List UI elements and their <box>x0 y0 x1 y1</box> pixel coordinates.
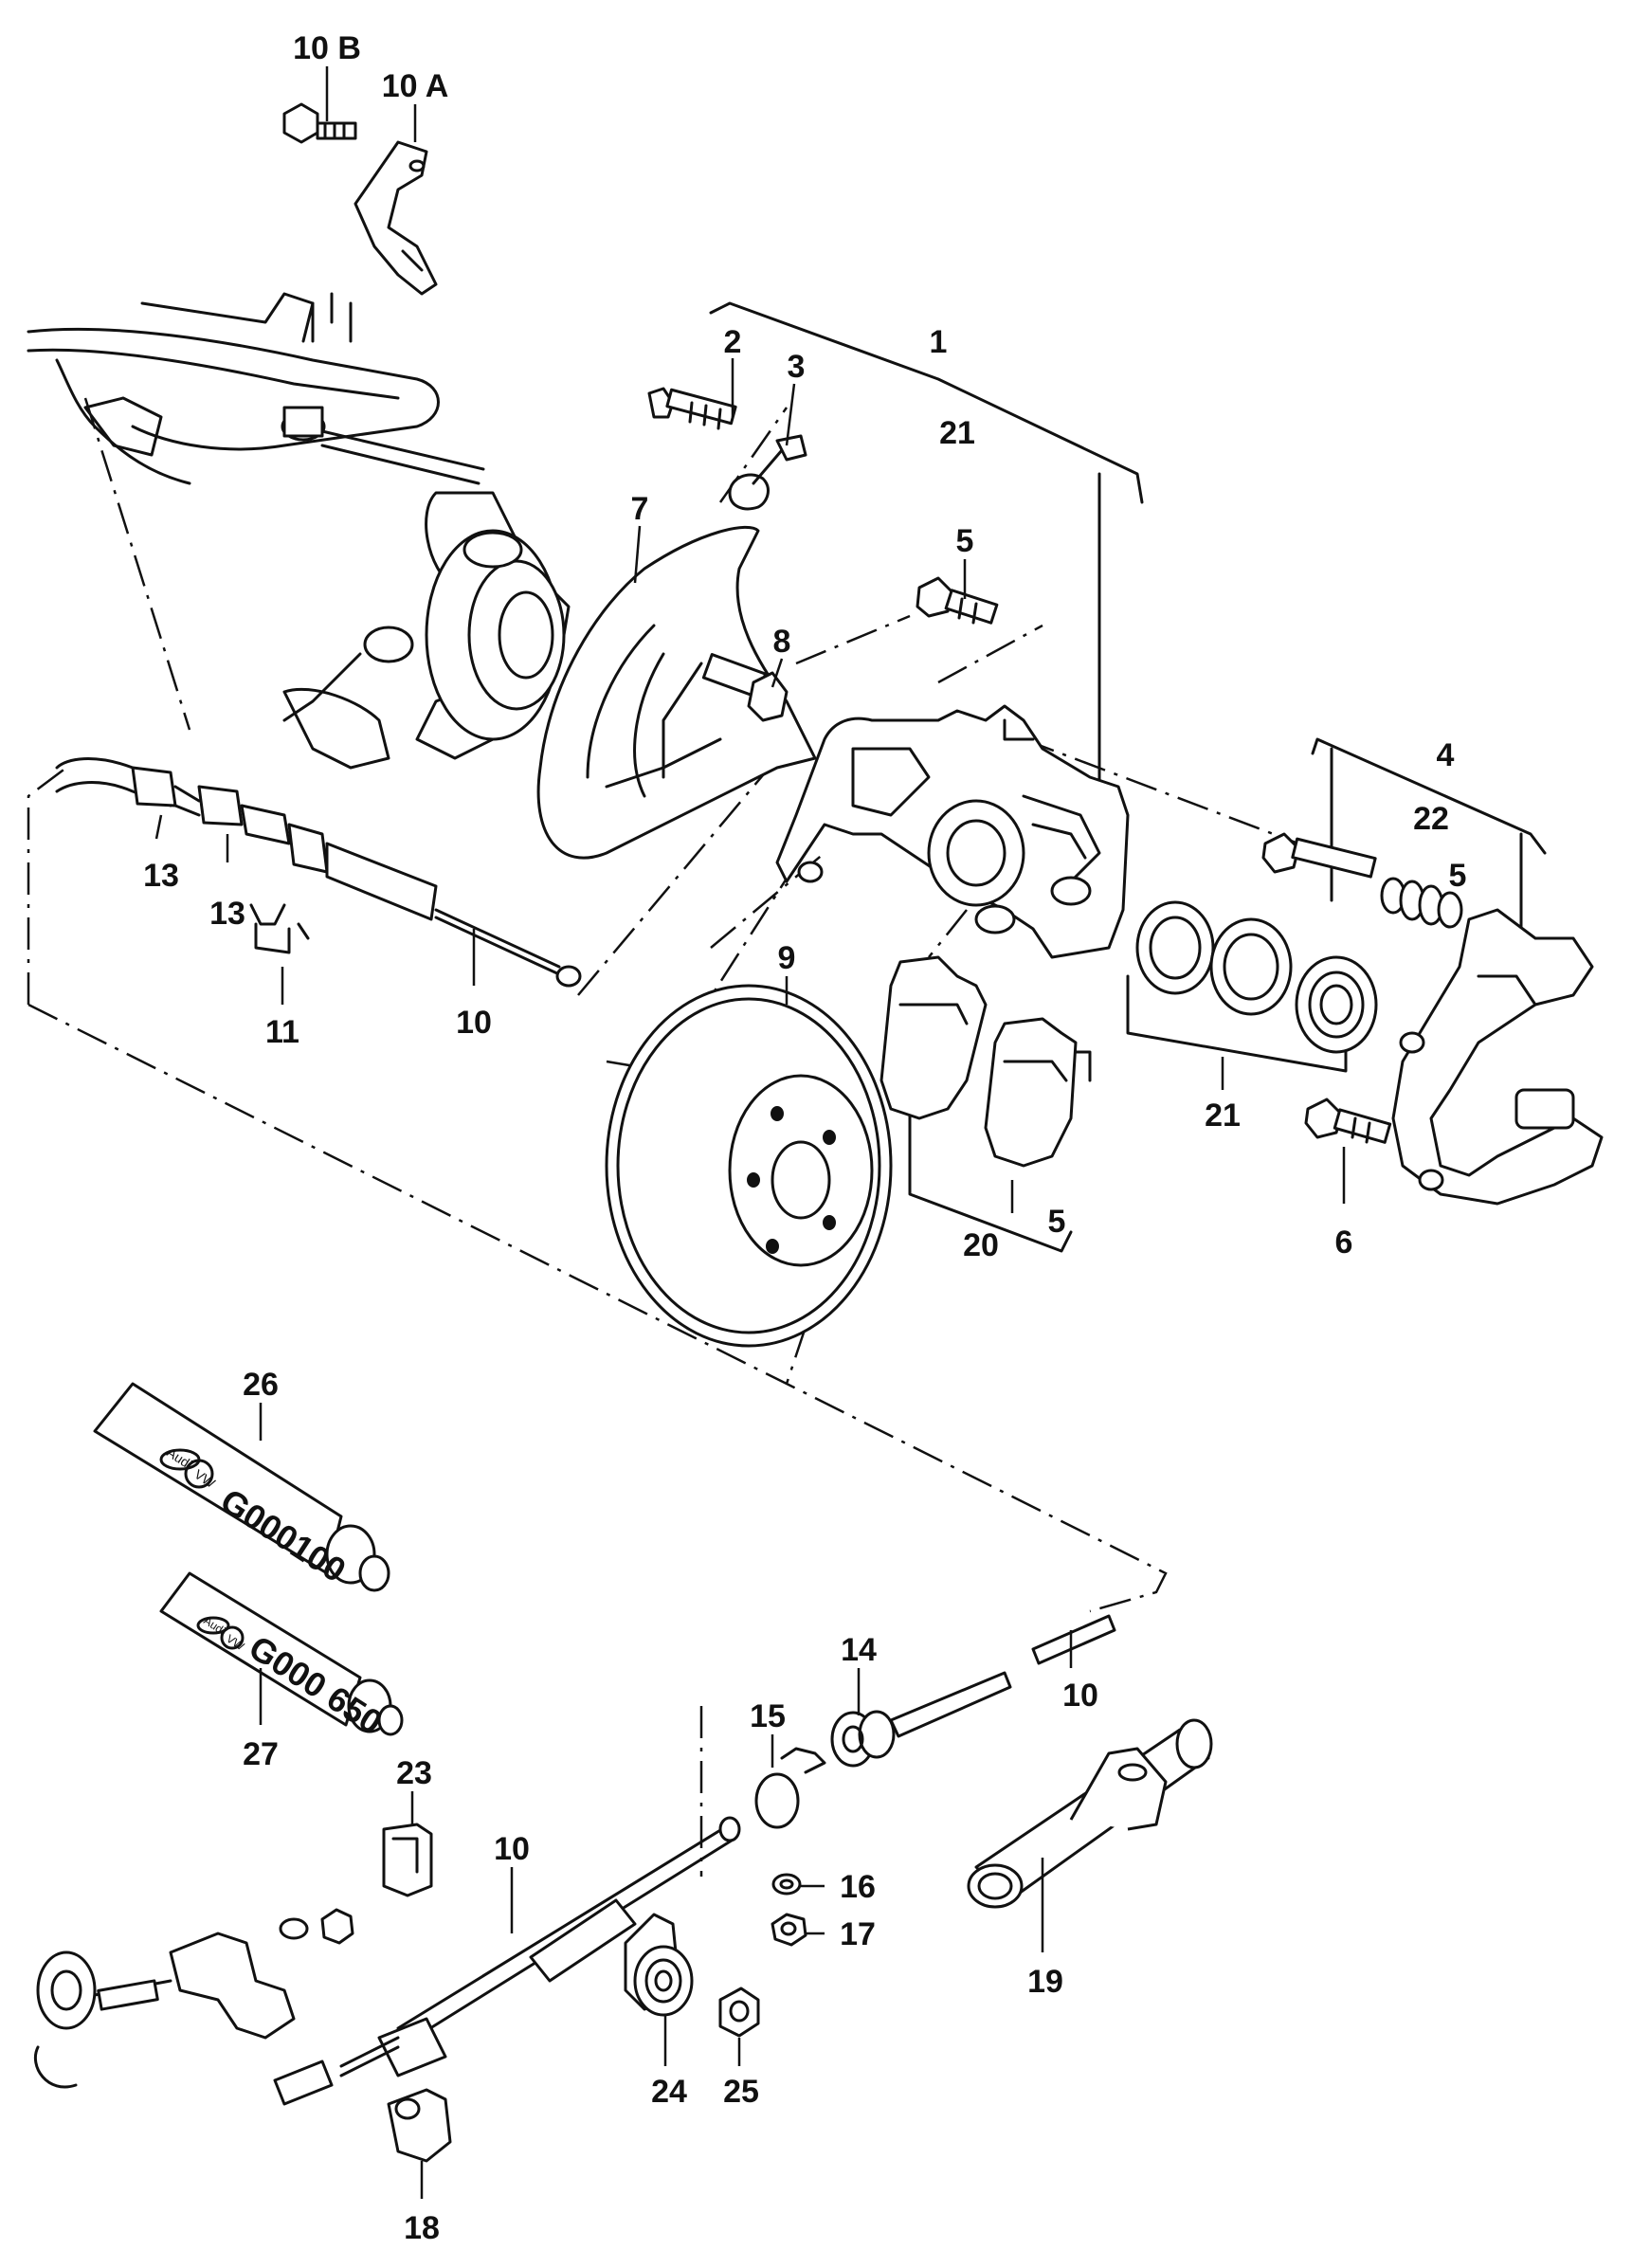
guide-pin <box>1261 832 1377 879</box>
bolt-6 <box>1304 1098 1392 1144</box>
clip-18 <box>387 2088 452 2163</box>
parking-brake-cable-upper <box>55 757 582 988</box>
lubricant-tube-27 <box>159 1571 404 1736</box>
callout-4: 4 <box>1437 737 1455 773</box>
callout-10-cable: 10 <box>456 1005 492 1041</box>
cable-bracket-10a <box>354 140 438 296</box>
callout-3: 3 <box>788 349 806 385</box>
callouts: 10 B 10 A 1 2 3 21 5 7 8 4 22 5 13 13 11… <box>143 30 1466 2246</box>
clip-15 <box>754 1747 826 1829</box>
callout-5-bolt: 5 <box>956 523 974 559</box>
assembly-centerlines <box>27 397 1299 1877</box>
callout-17: 17 <box>840 1916 876 1952</box>
callout-11: 11 <box>265 1014 299 1050</box>
callout-26: 26 <box>243 1367 279 1403</box>
nut-25 <box>718 1987 760 2038</box>
brake-lever-assembly <box>33 1908 354 2089</box>
guide-tube-19 <box>967 1718 1213 1909</box>
callout-10-tube: 10 <box>1062 1678 1098 1714</box>
callout-18: 18 <box>404 2210 440 2246</box>
washer-16 <box>771 1873 802 1896</box>
clip-23 <box>382 1823 433 1897</box>
steering-knuckle <box>282 491 571 770</box>
callout-2: 2 <box>724 324 742 360</box>
parking-brake-cable-lower <box>273 1816 741 2106</box>
callout-20: 20 <box>963 1227 999 1263</box>
brake-caliper <box>775 704 1130 959</box>
brake-disc <box>605 984 893 1348</box>
splash-shield <box>536 525 817 860</box>
lubricant-tube-26 <box>93 1382 390 1592</box>
callout-21-seals: 21 <box>1205 1098 1241 1134</box>
callout-24: 24 <box>651 2074 687 2110</box>
callout-13-a: 13 <box>143 858 179 894</box>
suspension-arm <box>27 292 485 485</box>
nut-17 <box>771 1913 807 1947</box>
callout-27: 27 <box>243 1736 279 1772</box>
bolt-10b <box>282 102 357 144</box>
piston-seals <box>1135 900 1378 1054</box>
callout-10b: 10 B <box>293 30 361 66</box>
callout-7: 7 <box>631 491 649 527</box>
guide-boot <box>1380 877 1463 929</box>
grommet-14 <box>830 1710 896 1768</box>
callout-23: 23 <box>396 1755 432 1791</box>
callout-1: 1 <box>930 324 948 360</box>
callout-13-b: 13 <box>209 896 245 932</box>
brake-pads <box>879 955 1092 1168</box>
group-brackets <box>709 301 1547 1253</box>
callout-6: 6 <box>1335 1225 1353 1261</box>
caliper-carrier <box>1391 908 1604 1206</box>
callout-22: 22 <box>1413 801 1449 837</box>
callout-19: 19 <box>1027 1964 1063 2000</box>
callout-10-lower: 10 <box>494 1831 530 1867</box>
callout-8: 8 <box>773 624 791 660</box>
bolt-5 <box>916 576 999 625</box>
leader-lines <box>154 66 1346 2199</box>
bleeder-valve <box>647 387 737 430</box>
tube-sections <box>889 1614 1116 1738</box>
callout-10a: 10 A <box>382 68 449 104</box>
callout-9: 9 <box>778 940 796 976</box>
callout-21-top: 21 <box>939 415 975 451</box>
callout-15: 15 <box>750 1698 786 1734</box>
spring-bracket-24 <box>624 1913 694 2017</box>
callout-14: 14 <box>841 1632 877 1668</box>
dust-cap <box>728 434 807 511</box>
callout-5-guide: 5 <box>1449 858 1467 894</box>
bolt-8 <box>701 653 789 722</box>
cable-clip-11 <box>249 903 310 954</box>
callout-16: 16 <box>840 1869 876 1905</box>
callout-25: 25 <box>723 2074 759 2110</box>
callout-5-pads: 5 <box>1048 1204 1066 1240</box>
